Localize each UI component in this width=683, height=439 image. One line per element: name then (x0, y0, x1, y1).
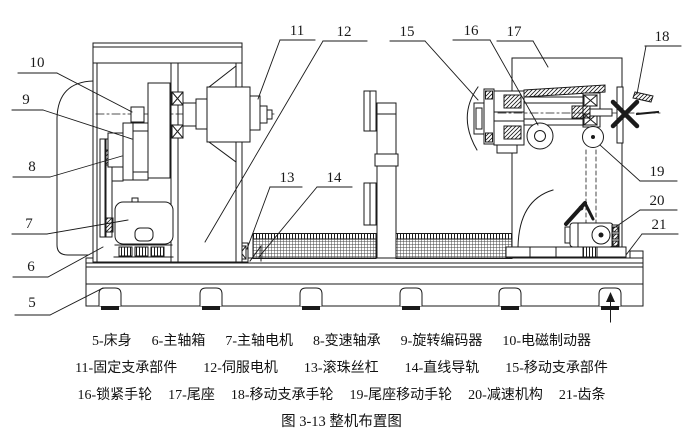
part-reduction-mechanism (564, 201, 620, 258)
datum-arrow (606, 292, 615, 323)
legend-row-1: 5-床身 6-主轴箱 7-主轴电机 8-变速轴承 9-旋转编码器 10-电磁制动… (0, 333, 683, 351)
legend-item-11: 11-固定支承部件 (75, 361, 178, 376)
callout-18: 18 (655, 29, 670, 45)
figure-caption: 图 3-13 整机布置图 (281, 414, 402, 430)
handwheel-16 (526, 122, 554, 150)
legend-item-13: 13-滚珠丝杠 (303, 361, 379, 376)
callout-6: 6 (27, 259, 35, 275)
callout-8: 8 (28, 159, 36, 175)
handwheel-19 (582, 126, 604, 148)
legend-item-19: 19-尾座移动手轮 (349, 388, 453, 403)
guard-outline (56, 80, 94, 256)
legend-item-6: 6-主轴箱 (151, 334, 206, 349)
legend-row-3: 16-锁紧手轮 17-尾座 18-移动支承手轮 19-尾座移动手轮 20-减速机… (0, 387, 683, 405)
callout-17: 17 (507, 24, 523, 40)
legend-item-10: 10-电磁制动器 (502, 334, 592, 349)
callout-14: 14 (327, 170, 343, 186)
callout-11: 11 (290, 23, 304, 39)
legend-row-2: 11-固定支承部件 12-伺服电机 13-滚珠丝杠 14-直线导轨 15-移动支… (0, 360, 683, 378)
legend-item-7: 7-主轴电机 (225, 334, 293, 349)
callout-leaders (11, 39, 682, 316)
callout-15: 15 (400, 24, 415, 40)
part-support-column (363, 90, 399, 259)
callout-12: 12 (337, 24, 352, 40)
callout-13: 13 (280, 170, 295, 186)
legend-item-17: 17-尾座 (168, 388, 215, 403)
legend-item-12: 12-伺服电机 (203, 361, 278, 376)
callout-7: 7 (25, 216, 33, 232)
callout-9: 9 (22, 92, 30, 108)
machine-diagram: 5 6 7 8 9 10 11 12 13 14 15 16 17 18 19 … (11, 23, 682, 323)
callout-21: 21 (652, 217, 667, 233)
callout-numbers: 5 6 7 8 9 10 11 12 13 14 15 16 17 18 19 … (22, 23, 669, 311)
legend-item-21: 21-齿条 (558, 388, 606, 403)
callout-19: 19 (650, 164, 665, 180)
legend-item-5: 5-床身 (91, 334, 132, 349)
legend-item-8: 8-变速轴承 (313, 334, 381, 349)
callout-5: 5 (28, 295, 36, 311)
part-bed (85, 250, 644, 310)
part-rack (252, 233, 513, 259)
legend-item-20: 20-减速机构 (468, 388, 543, 403)
handwheel-18 (610, 91, 660, 129)
legend-item-16: 16-锁紧手轮 (77, 388, 153, 403)
callout-20: 20 (650, 193, 665, 209)
legend-item-14: 14-直线导轨 (404, 361, 480, 376)
callout-10: 10 (30, 55, 45, 71)
legend-item-18: 18-移动支承手轮 (230, 388, 334, 403)
part-headstock (92, 42, 275, 263)
callout-16: 16 (464, 23, 480, 39)
legend-item-9: 9-旋转编码器 (400, 334, 483, 349)
legend-item-15: 15-移动支承部件 (505, 361, 608, 376)
